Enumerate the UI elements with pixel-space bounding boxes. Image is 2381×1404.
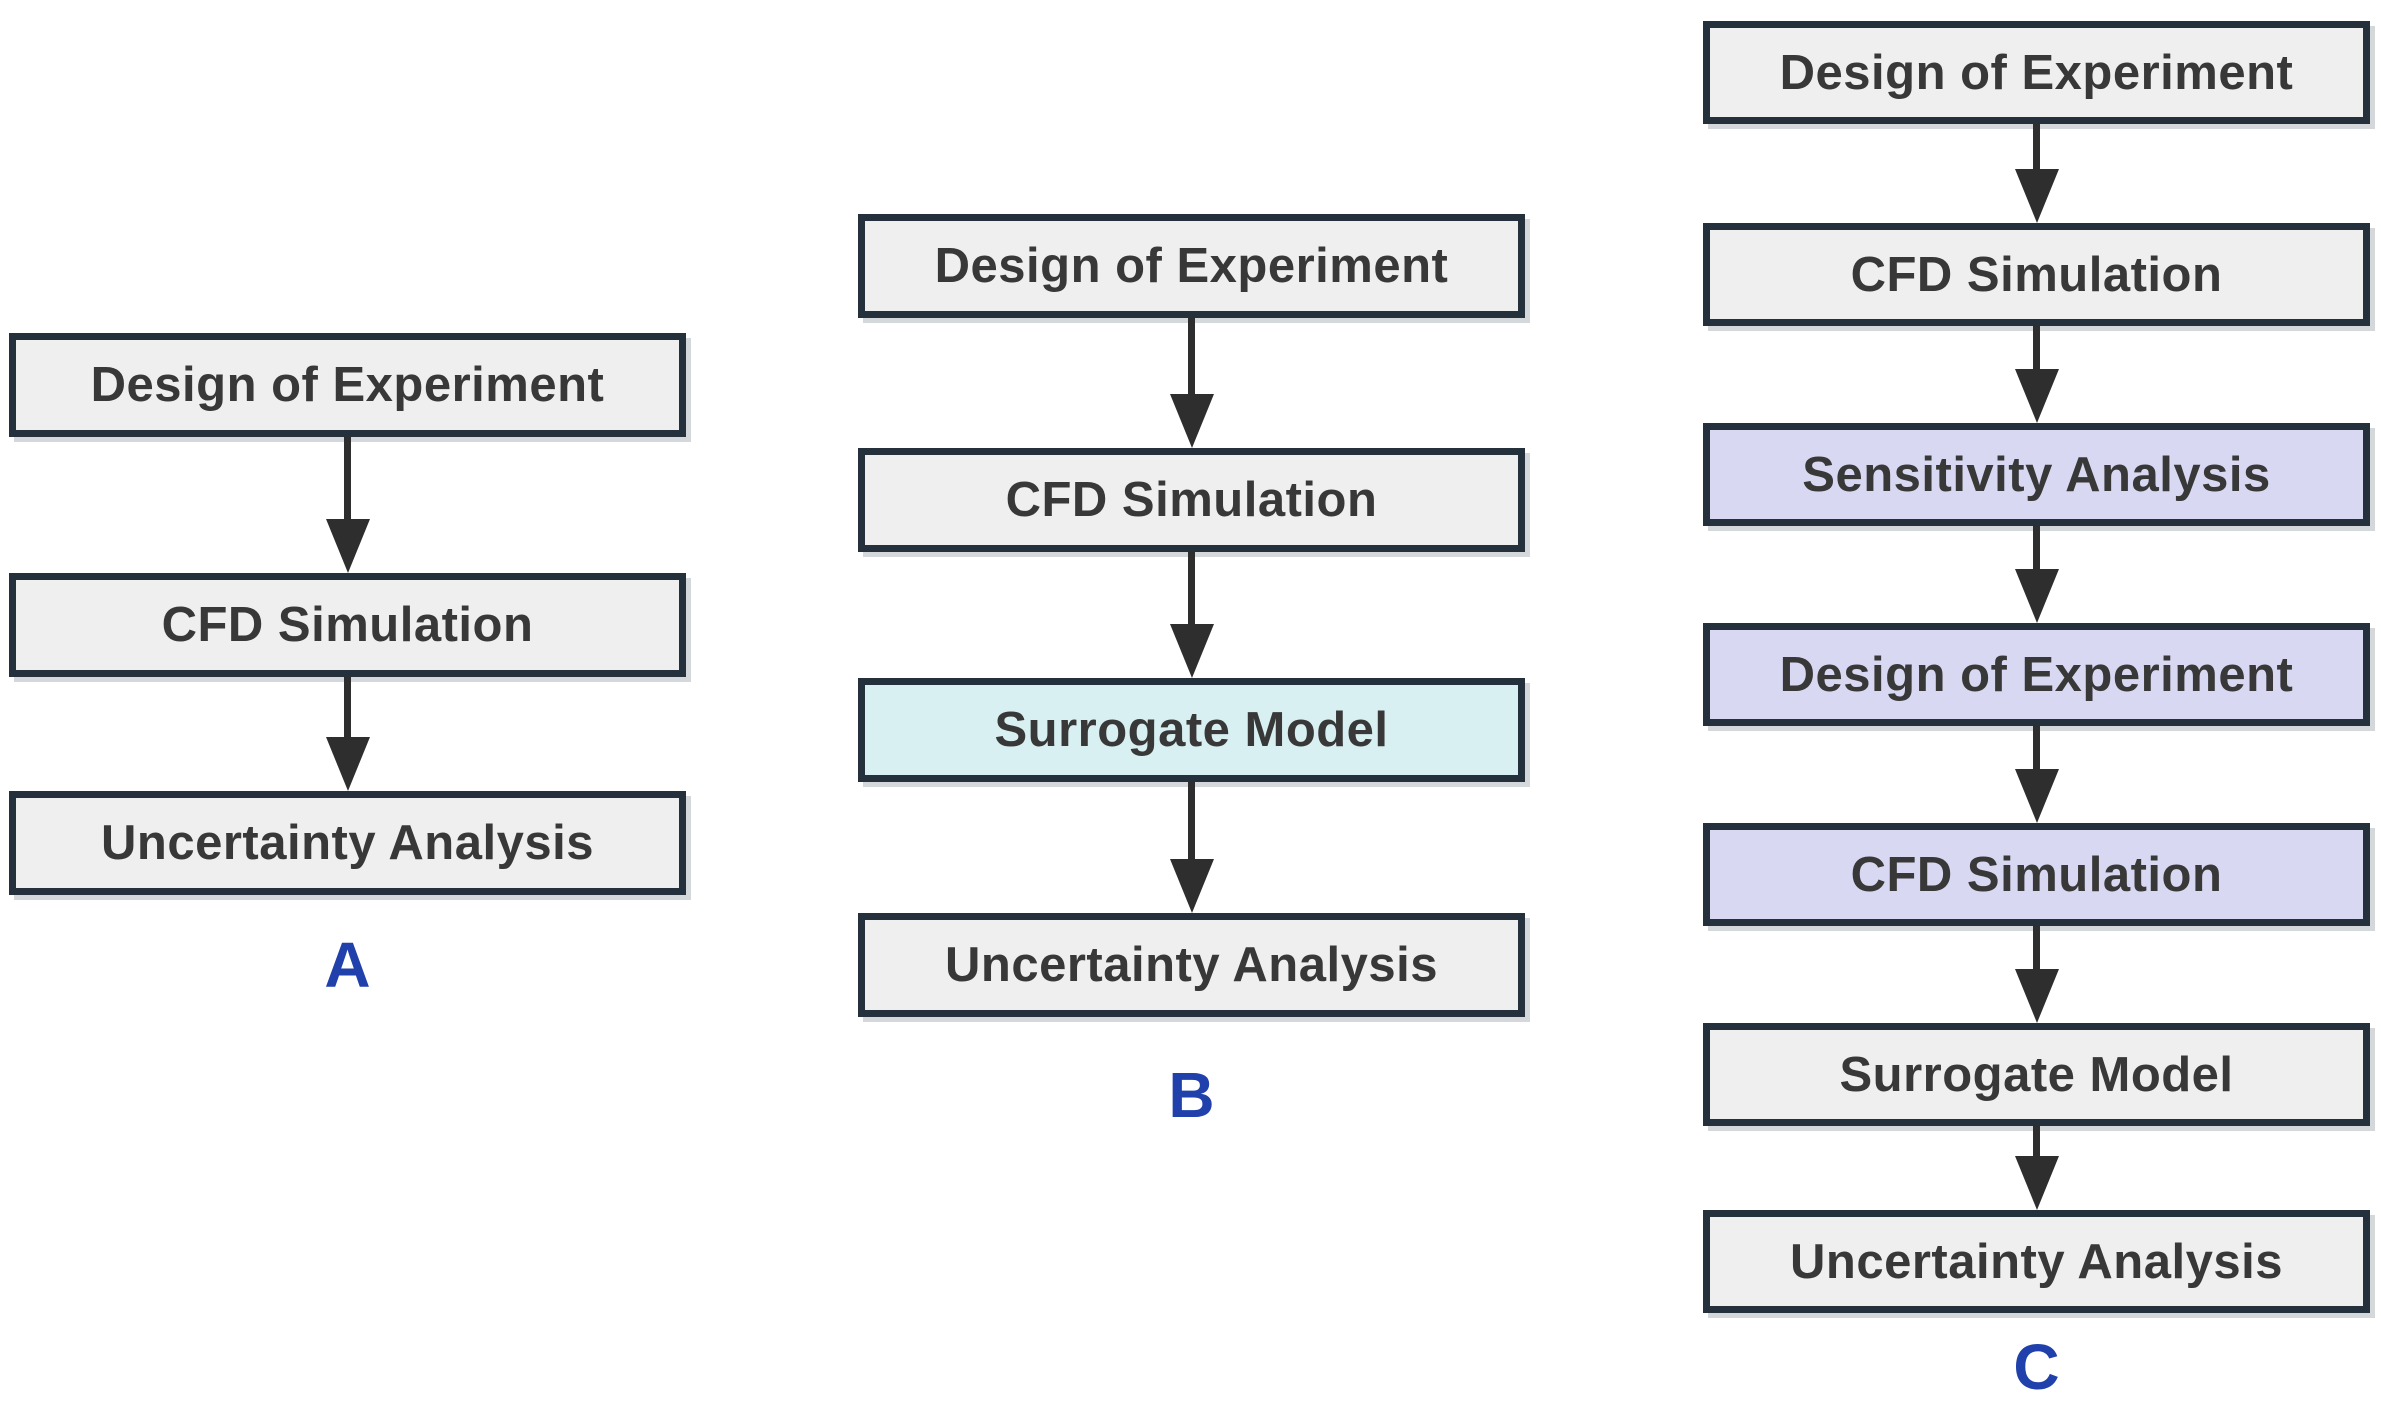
arrow-down-icon — [1169, 318, 1214, 448]
flowchart-b-step-4: Uncertainty Analysis — [858, 913, 1525, 1017]
flowchart-a-step-1: Design of Experiment — [9, 333, 686, 437]
arrow-down-icon — [2014, 526, 2059, 623]
arrow-down-icon — [1169, 552, 1214, 678]
arrow-down-icon — [325, 677, 370, 791]
flowchart-a-label: A — [324, 929, 371, 1001]
flowchart-c-step-4: Design of Experiment — [1703, 623, 2370, 726]
arrow-down-icon — [2014, 124, 2059, 223]
flowchart-b: Design of Experiment CFD Simulation Surr… — [858, 0, 1525, 1404]
flowchart-b-label: B — [1168, 1059, 1215, 1131]
flowchart-c-step-1: Design of Experiment — [1703, 21, 2370, 124]
flowchart-a: Design of Experiment CFD Simulation Unce… — [9, 0, 686, 1404]
flowchart-c: Design of Experiment CFD Simulation Sens… — [1703, 0, 2370, 1404]
flowchart-c-step-3: Sensitivity Analysis — [1703, 423, 2370, 526]
arrow-down-icon — [2014, 926, 2059, 1023]
arrow-down-icon — [2014, 1126, 2059, 1210]
flowchart-a-step-3: Uncertainty Analysis — [9, 791, 686, 895]
flowchart-c-label: C — [2013, 1331, 2060, 1403]
arrow-down-icon — [2014, 326, 2059, 423]
arrow-down-icon — [2014, 726, 2059, 823]
flowchart-c-step-6: Surrogate Model — [1703, 1023, 2370, 1126]
arrow-down-icon — [325, 437, 370, 573]
arrow-down-icon — [1169, 782, 1214, 913]
flowchart-c-step-5: CFD Simulation — [1703, 823, 2370, 926]
flowchart-b-step-3: Surrogate Model — [858, 678, 1525, 782]
flowchart-b-step-2: CFD Simulation — [858, 448, 1525, 552]
flowchart-a-step-2: CFD Simulation — [9, 573, 686, 677]
flowchart-c-step-2: CFD Simulation — [1703, 223, 2370, 326]
flowchart-c-step-7: Uncertainty Analysis — [1703, 1210, 2370, 1313]
flowchart-b-step-1: Design of Experiment — [858, 214, 1525, 318]
